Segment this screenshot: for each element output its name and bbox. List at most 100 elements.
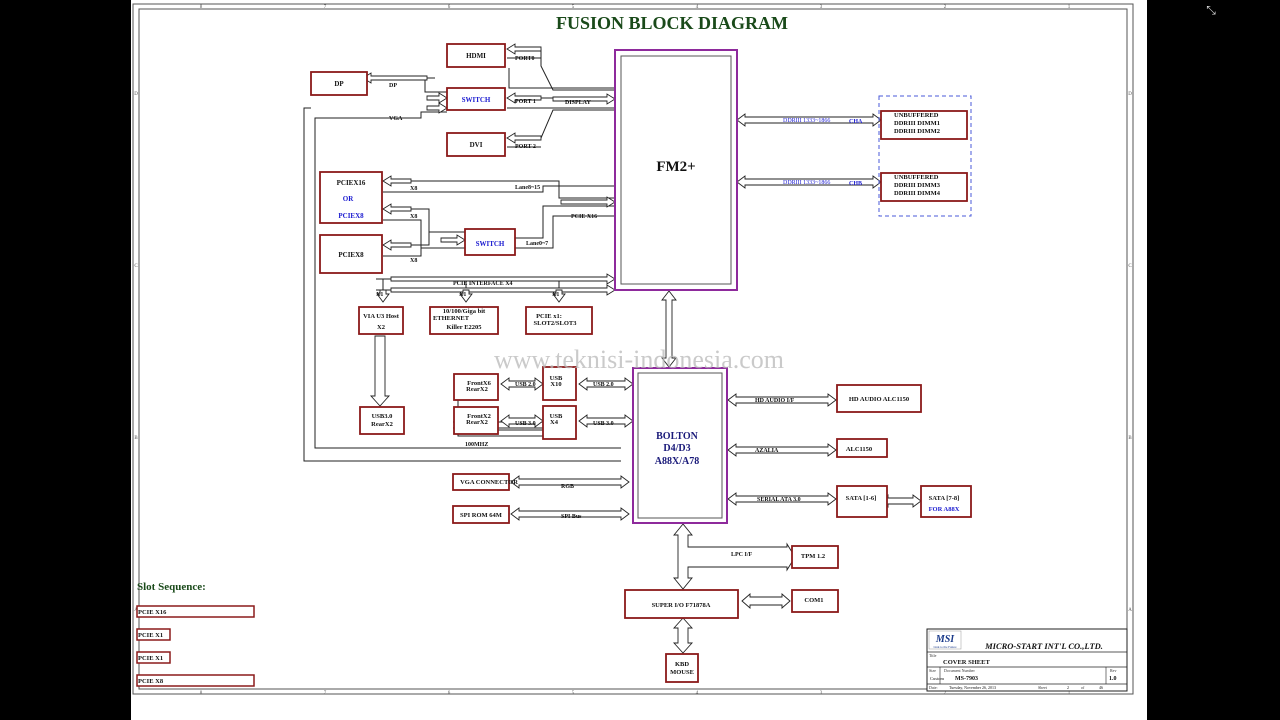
slot-sequence-item: PCIE X8 bbox=[138, 678, 164, 685]
x1-a-label: X1 bbox=[376, 292, 383, 298]
kbd-label-1: KBD bbox=[675, 661, 689, 668]
lane07-label: Lane0~7 bbox=[526, 241, 548, 247]
rev-caption: Rev bbox=[1110, 668, 1116, 673]
hdaudio-block bbox=[836, 384, 922, 413]
slot-sequence-item: PCIE X1 bbox=[138, 632, 163, 639]
wire-dp bbox=[424, 77, 448, 98]
usbx10-label-1: USB bbox=[550, 375, 563, 382]
pcie-interface-label: PCIE INTERFACE X4 bbox=[453, 281, 513, 287]
bolton-inner bbox=[637, 372, 723, 519]
dimm-texts: UNBUFFERED DDRIII DIMM1 DDRIII DIMM2 UNB… bbox=[894, 112, 941, 197]
display-label: DISPLAY bbox=[565, 100, 591, 106]
docnum-value: MS-7903 bbox=[955, 676, 978, 682]
dimm-group-border bbox=[878, 95, 972, 217]
border-col-label: 2 bbox=[944, 691, 947, 696]
border-col-label: 7 bbox=[324, 5, 327, 10]
border-col-label: 7 bbox=[324, 691, 327, 696]
cha-label: CHA bbox=[849, 119, 863, 125]
pciex16-block bbox=[319, 171, 383, 224]
vga-connector-block bbox=[452, 473, 510, 491]
border-row-label: D bbox=[1128, 92, 1132, 97]
msi-logo: MSI bbox=[935, 634, 955, 645]
bolton-label-3: A88X/A78 bbox=[655, 456, 699, 467]
fm2-label: FM2+ bbox=[656, 159, 695, 175]
wire-labels: PORT0 PORT 1 PORT 2 DISPLAY DP VGA X8 X8… bbox=[376, 56, 863, 558]
fullscreen-exit-icon[interactable]: ⤡ bbox=[1206, 3, 1216, 17]
border-row-label: A bbox=[1128, 608, 1132, 613]
border-col-label: 2 bbox=[944, 5, 947, 10]
pcie-x16-label: PCIE X16 bbox=[571, 214, 597, 220]
pcie-or-label: OR bbox=[343, 195, 354, 203]
slot-label-1: PCIE x1: bbox=[536, 313, 562, 320]
spirom-label: SPI ROM 64M bbox=[460, 512, 502, 519]
usb30-label-1: USB3.0 bbox=[372, 413, 393, 420]
bus-arrows bbox=[362, 43, 922, 654]
via-label-1: VIA U3 Host bbox=[363, 313, 400, 320]
slot-sequence-box bbox=[136, 674, 255, 687]
dp-wire-label: DP bbox=[389, 83, 397, 89]
usbx4-label-1: USB bbox=[550, 413, 563, 420]
dp-block bbox=[310, 71, 368, 96]
sheet-caption: Sheet bbox=[1038, 685, 1048, 690]
slot-sequence-box bbox=[136, 628, 171, 641]
frontx2-label-2: RearX2 bbox=[466, 419, 488, 426]
sata16-label: SATA [1-6] bbox=[846, 495, 877, 502]
border-col-label: 1 bbox=[1068, 691, 1071, 696]
block-texts: HDMI DP SWITCH DVI PCIEX16 OR PCIEX8 PCI… bbox=[334, 52, 959, 676]
x1-c-label: X1 bbox=[552, 292, 559, 298]
port0-label: PORT0 bbox=[515, 56, 534, 62]
wire-port0-to-hdmi bbox=[508, 68, 615, 89]
sheet-value: 2 bbox=[1067, 685, 1069, 690]
pciex16-label: PCIEX16 bbox=[337, 179, 366, 187]
ddr-a-label: DDRIII 1333~1866 bbox=[783, 118, 830, 124]
frontx2-label-1: FrontX2 bbox=[467, 413, 491, 420]
lpc-label: LPC I/F bbox=[731, 552, 753, 558]
sata78-block bbox=[920, 485, 972, 518]
via-label-2: X2 bbox=[377, 324, 385, 331]
sata78-label-1: SATA [7-8] bbox=[929, 495, 960, 502]
port2-label: PORT 2 bbox=[515, 144, 536, 150]
slot-sequence-item: PCIE X16 bbox=[138, 609, 167, 616]
chb-label: CHB bbox=[849, 181, 862, 187]
eth-label-2: ETHERNET bbox=[433, 315, 470, 322]
dimm-a-line2: DDRIII DIMM1 bbox=[894, 120, 940, 127]
pciex8-label: PCIEX8 bbox=[338, 251, 364, 259]
tpm-block bbox=[791, 545, 839, 569]
dimm-b-line1: UNBUFFERED bbox=[894, 174, 939, 181]
frontx2-block bbox=[453, 406, 499, 435]
sata78-label-2: FOR A88X bbox=[929, 506, 960, 513]
pcie-switch-block bbox=[464, 228, 516, 256]
kbd-block bbox=[665, 653, 699, 683]
title-block: MSI Link to the Future MICRO-START INT'L… bbox=[926, 628, 1128, 692]
border-col-label: 6 bbox=[448, 5, 451, 10]
pciex8-alt-label: PCIEX8 bbox=[338, 212, 364, 220]
vga-connector-label: VGA CONNECTOR bbox=[460, 479, 518, 486]
alc1150-block bbox=[836, 438, 888, 458]
alc1150-label: ALC1150 bbox=[846, 446, 872, 453]
x8-b-label: X8 bbox=[410, 214, 417, 220]
border-row-label: A bbox=[134, 608, 138, 613]
watermark: www.teknisi-indonesia.com bbox=[494, 345, 784, 374]
frontx6-label-1: FrontX6 bbox=[467, 380, 491, 387]
slot-sequence-heading: Slot Sequence: bbox=[137, 581, 206, 593]
video-switch-label: SWITCH bbox=[462, 96, 491, 104]
video-switch-block bbox=[446, 87, 506, 111]
date-value: Tuesday, November 26, 2013 bbox=[949, 685, 996, 691]
hdaudio-if-label: HD AUDIO I/F bbox=[755, 398, 795, 404]
usb20-a-label: USB 2.0 bbox=[515, 382, 536, 388]
frontx6-label-2: RearX2 bbox=[466, 386, 488, 393]
fm2-inner bbox=[620, 55, 732, 285]
dimm-a-block bbox=[880, 110, 968, 140]
eth-label-3: Killer E2205 bbox=[446, 324, 482, 331]
border-col-label: 1 bbox=[1068, 5, 1071, 10]
kbd-label-2: MOUSE bbox=[670, 669, 694, 676]
msi-tagline: Link to the Future bbox=[933, 645, 957, 649]
eth-label-1: 10/100/Giga bit bbox=[443, 308, 486, 315]
size-value: Custom bbox=[930, 676, 945, 681]
lane815-label: Lane8~15 bbox=[515, 185, 540, 191]
title-caption: Title bbox=[929, 653, 937, 658]
slot-sequence-box bbox=[136, 651, 171, 664]
ddr-b-label: DDRIII 1333~1866 bbox=[783, 180, 830, 186]
